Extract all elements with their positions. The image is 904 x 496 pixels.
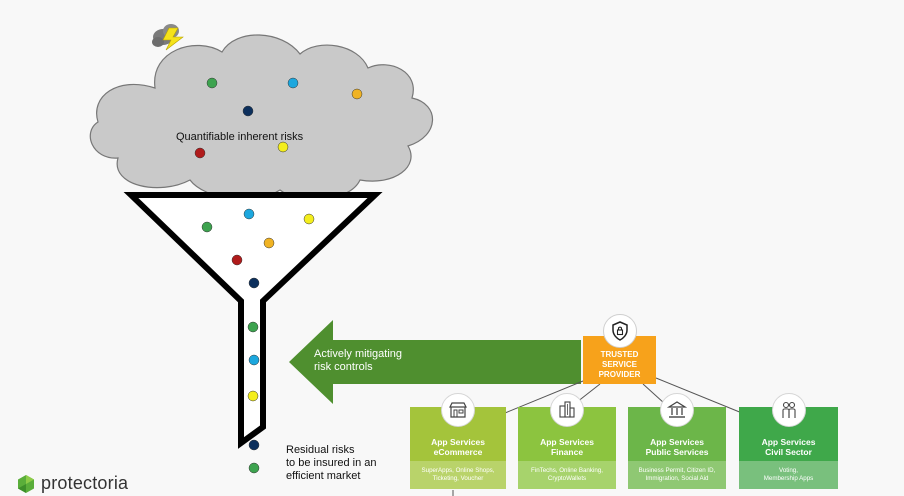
risk-dot: [243, 208, 255, 220]
risk-dot: [248, 439, 260, 451]
risk-dot: [194, 147, 206, 159]
protectoria-logo: protectoria: [16, 473, 128, 494]
risk-dot: [287, 77, 299, 89]
shop-icon: [441, 393, 475, 427]
service-card-public-services: App Services Public Services Business Pe…: [628, 393, 726, 489]
risk-dot: [247, 321, 259, 333]
risk-dot: [351, 88, 363, 100]
building-icon: [550, 393, 584, 427]
logo-text: protectoria: [41, 473, 129, 493]
cloud-label: Quantifiable inherent risks: [176, 131, 304, 143]
risk-dots: [194, 77, 363, 474]
risk-dot: [231, 254, 243, 266]
shield-lock-icon: [603, 314, 637, 348]
risk-dot: [248, 277, 260, 289]
risk-dot: [248, 462, 260, 474]
service-card-finance: App Services Finance FinTechs, Online Ba…: [518, 393, 616, 489]
mitigation-arrow: [289, 320, 581, 404]
thunderstorm-icon: [152, 24, 184, 51]
risk-dot: [303, 213, 315, 225]
mitigation-arrow-label: Actively mitigating risk controls: [314, 348, 403, 373]
risk-dot: [277, 141, 289, 153]
risk-funnel: [123, 192, 383, 449]
risk-dot: [242, 105, 254, 117]
residual-risk-label: Residual risks to be insured in an effic…: [286, 444, 377, 482]
risk-dot: [248, 354, 260, 366]
service-card-ecommerce: App Services eCommerce SuperApps, Online…: [410, 393, 506, 489]
risk-dot: [201, 221, 213, 233]
risk-dot: [247, 390, 259, 402]
service-card-civil-sector: App Services Civil Sector Voting, Member…: [739, 393, 838, 489]
risk-cloud: [89, 34, 434, 201]
government-icon: [660, 393, 694, 427]
people-icon: [771, 393, 806, 427]
protectoria-logo-icon: [18, 474, 34, 493]
risk-dot: [263, 237, 275, 249]
risk-dot: [206, 77, 218, 89]
